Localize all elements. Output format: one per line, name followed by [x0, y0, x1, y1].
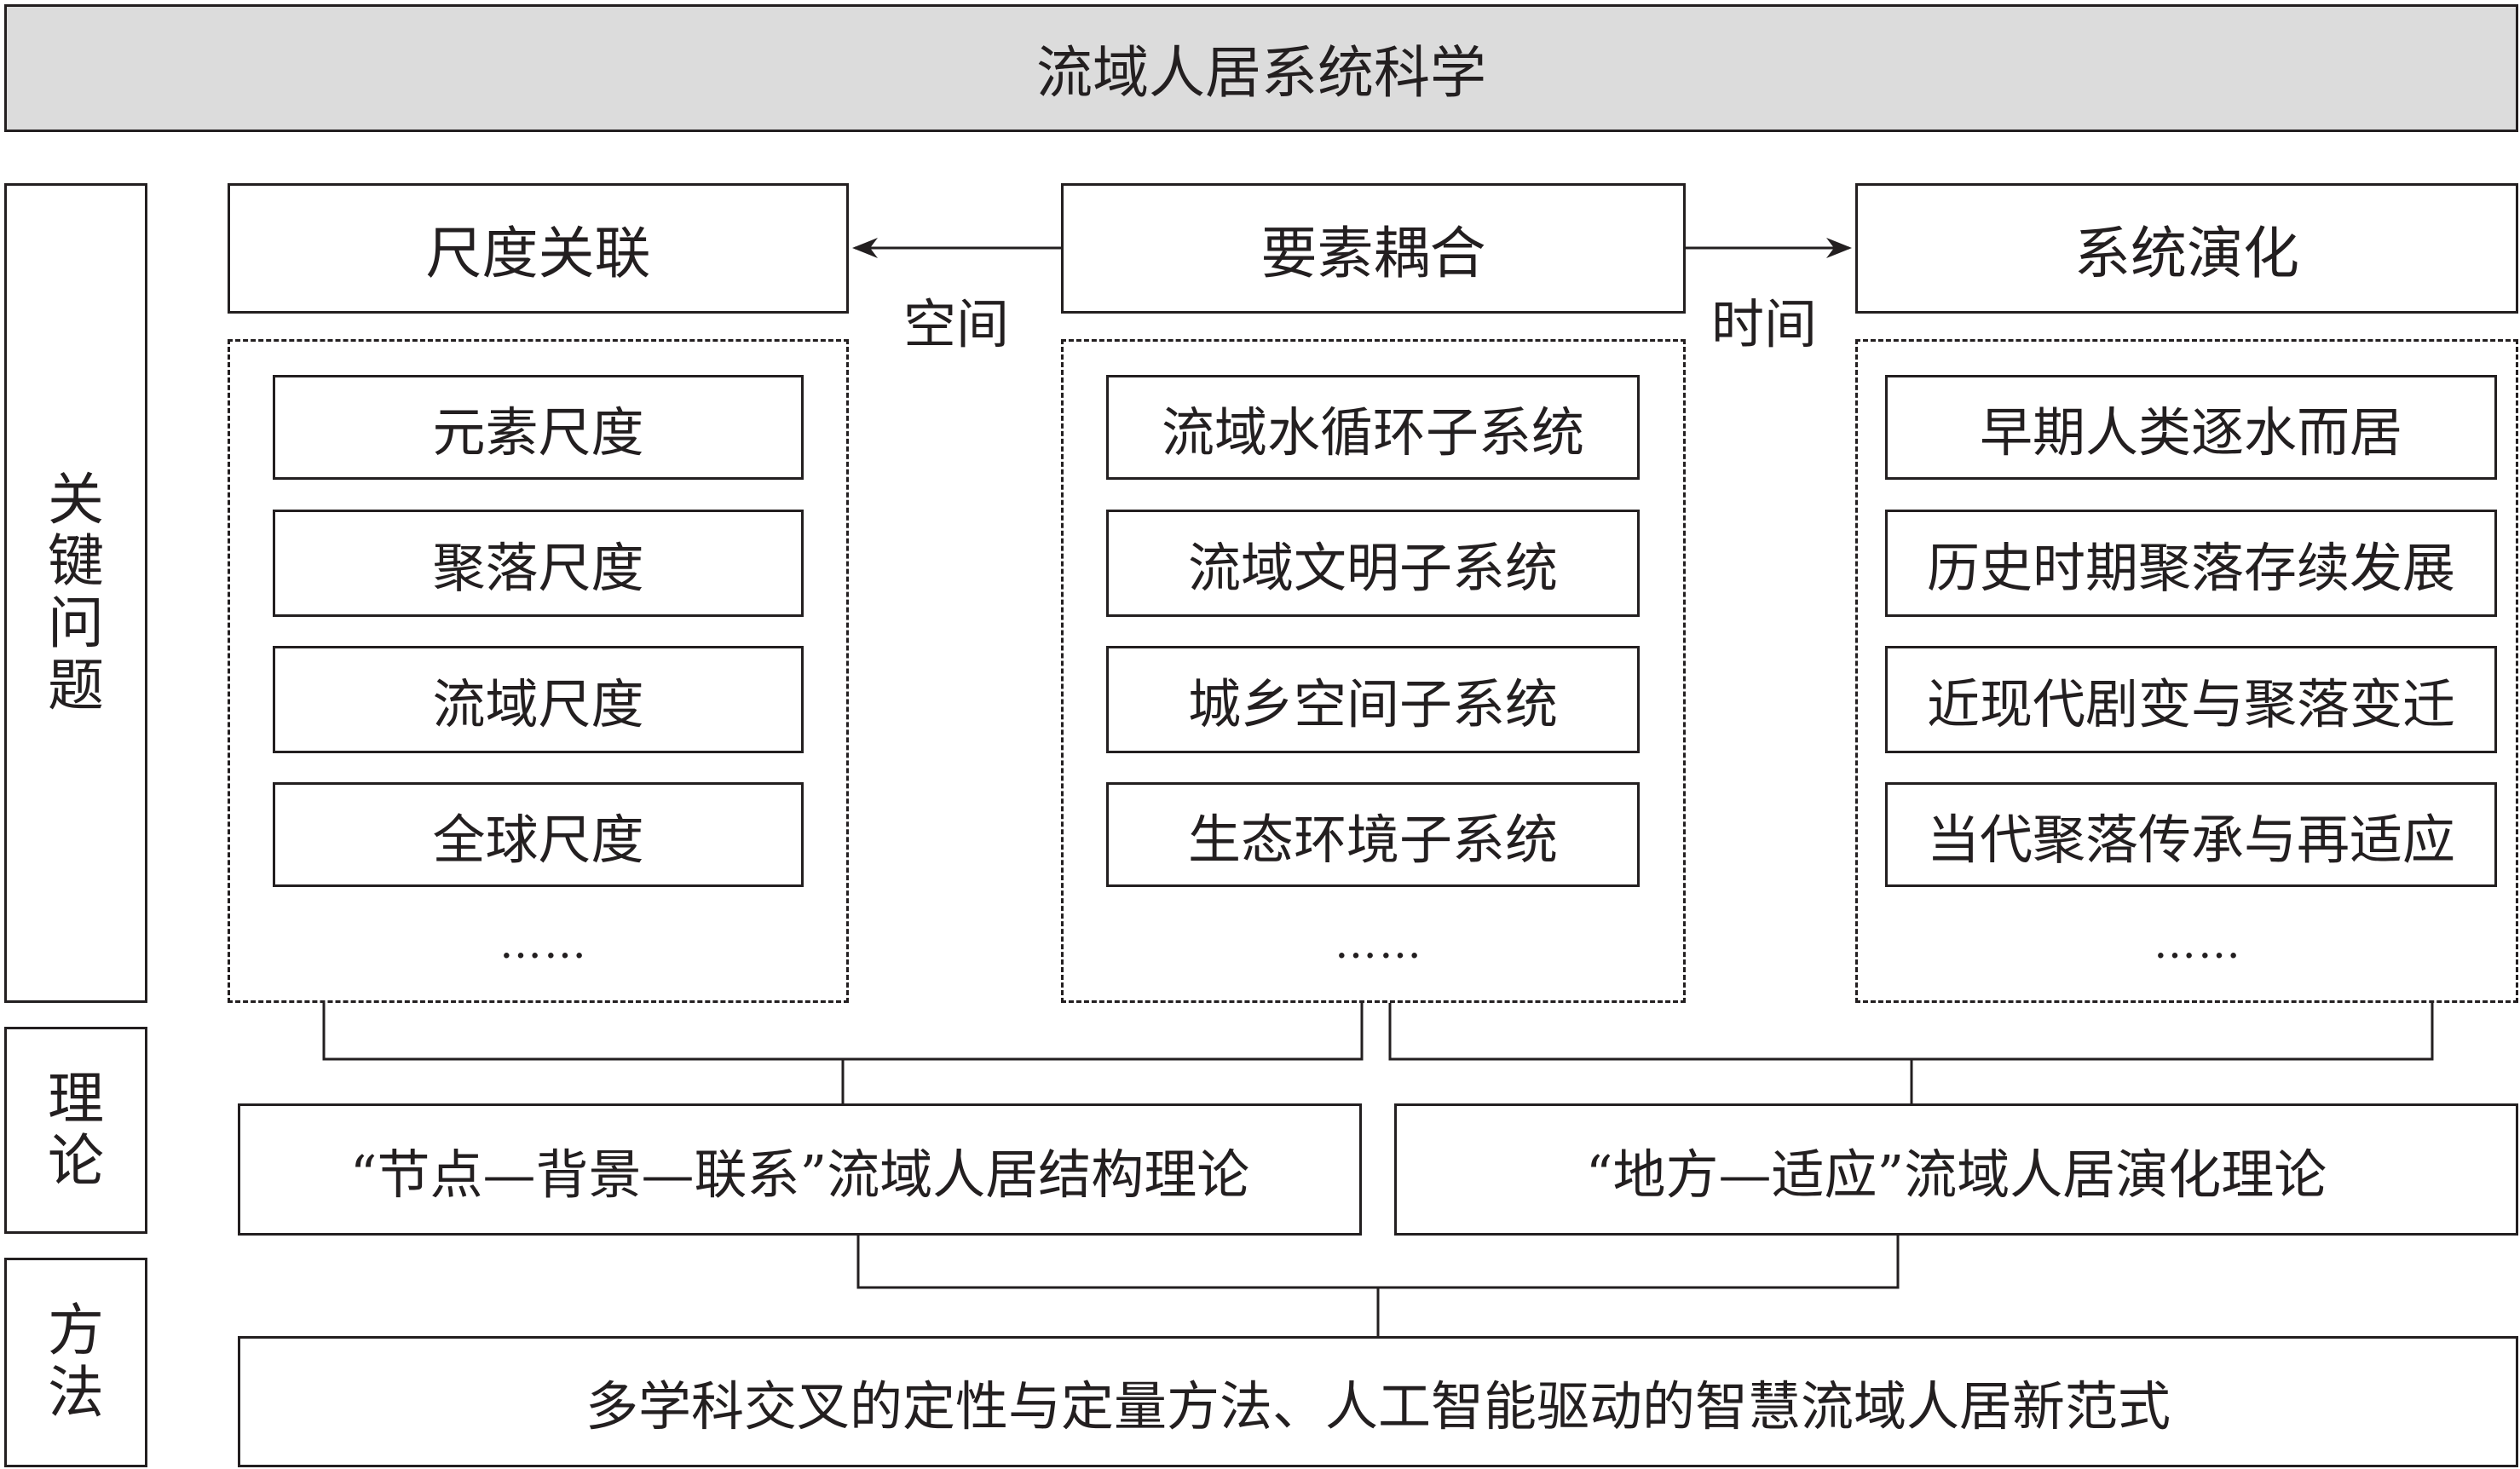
time-label: 时间	[1711, 293, 1818, 355]
header-scale-association: 尺度关联	[228, 183, 849, 314]
evolution-item: 早期人类逐水而居	[1885, 375, 2497, 480]
row-label-char: 方	[48, 1298, 104, 1364]
evolution-ellipsis: ……	[2154, 919, 2242, 968]
scale-item: 聚落尺度	[273, 510, 804, 617]
row-label-char: 题	[48, 652, 104, 718]
row-label-theory: 理 论	[4, 1027, 147, 1234]
row-label-key-issues: 关 键 问 题	[4, 183, 147, 1003]
evolution-theory: “地方—适应”流域人居演化理论	[1394, 1103, 2518, 1236]
diagram-title: 流域人居系统科学	[4, 4, 2518, 132]
evolution-group	[1855, 339, 2518, 1003]
coupling-item: 生态环境子系统	[1106, 782, 1640, 887]
evolution-item: 历史时期聚落存续发展	[1885, 510, 2497, 617]
space-label: 空间	[903, 293, 1010, 355]
row-label-char: 键	[48, 528, 104, 595]
scale-item: 流域尺度	[273, 646, 804, 753]
row-label-char: 关	[48, 466, 104, 533]
header-system-evolution: 系统演化	[1855, 183, 2518, 314]
coupling-ellipsis: ……	[1335, 919, 1423, 968]
bracket-method	[856, 1236, 1900, 1289]
row-label-char: 理	[48, 1065, 104, 1132]
scale-item: 全球尺度	[273, 782, 804, 887]
scale-group	[228, 339, 849, 1003]
scale-ellipsis: ……	[499, 919, 588, 968]
scale-item: 元素尺度	[273, 375, 804, 480]
row-label-char: 问	[48, 590, 104, 656]
bracket-structure	[322, 1003, 1364, 1061]
structure-theory: “节点—背景—联系”流域人居结构理论	[238, 1103, 1362, 1236]
coupling-group	[1061, 339, 1686, 1003]
evolution-item: 当代聚落传承与再适应	[1885, 782, 2497, 887]
row-label-char: 法	[48, 1360, 104, 1426]
evolution-item: 近现代剧变与聚落变迁	[1885, 646, 2497, 753]
coupling-item: 流域文明子系统	[1106, 510, 1640, 617]
bracket-evolution	[1388, 1003, 2434, 1061]
coupling-item: 流域水循环子系统	[1106, 375, 1640, 480]
row-label-method: 方 法	[4, 1258, 147, 1467]
header-element-coupling: 要素耦合	[1061, 183, 1686, 314]
row-label-char: 论	[48, 1127, 104, 1194]
coupling-item: 城乡空间子系统	[1106, 646, 1640, 753]
method-paradigm: 多学科交叉的定性与定量方法、人工智能驱动的智慧流域人居新范式	[238, 1336, 2518, 1467]
